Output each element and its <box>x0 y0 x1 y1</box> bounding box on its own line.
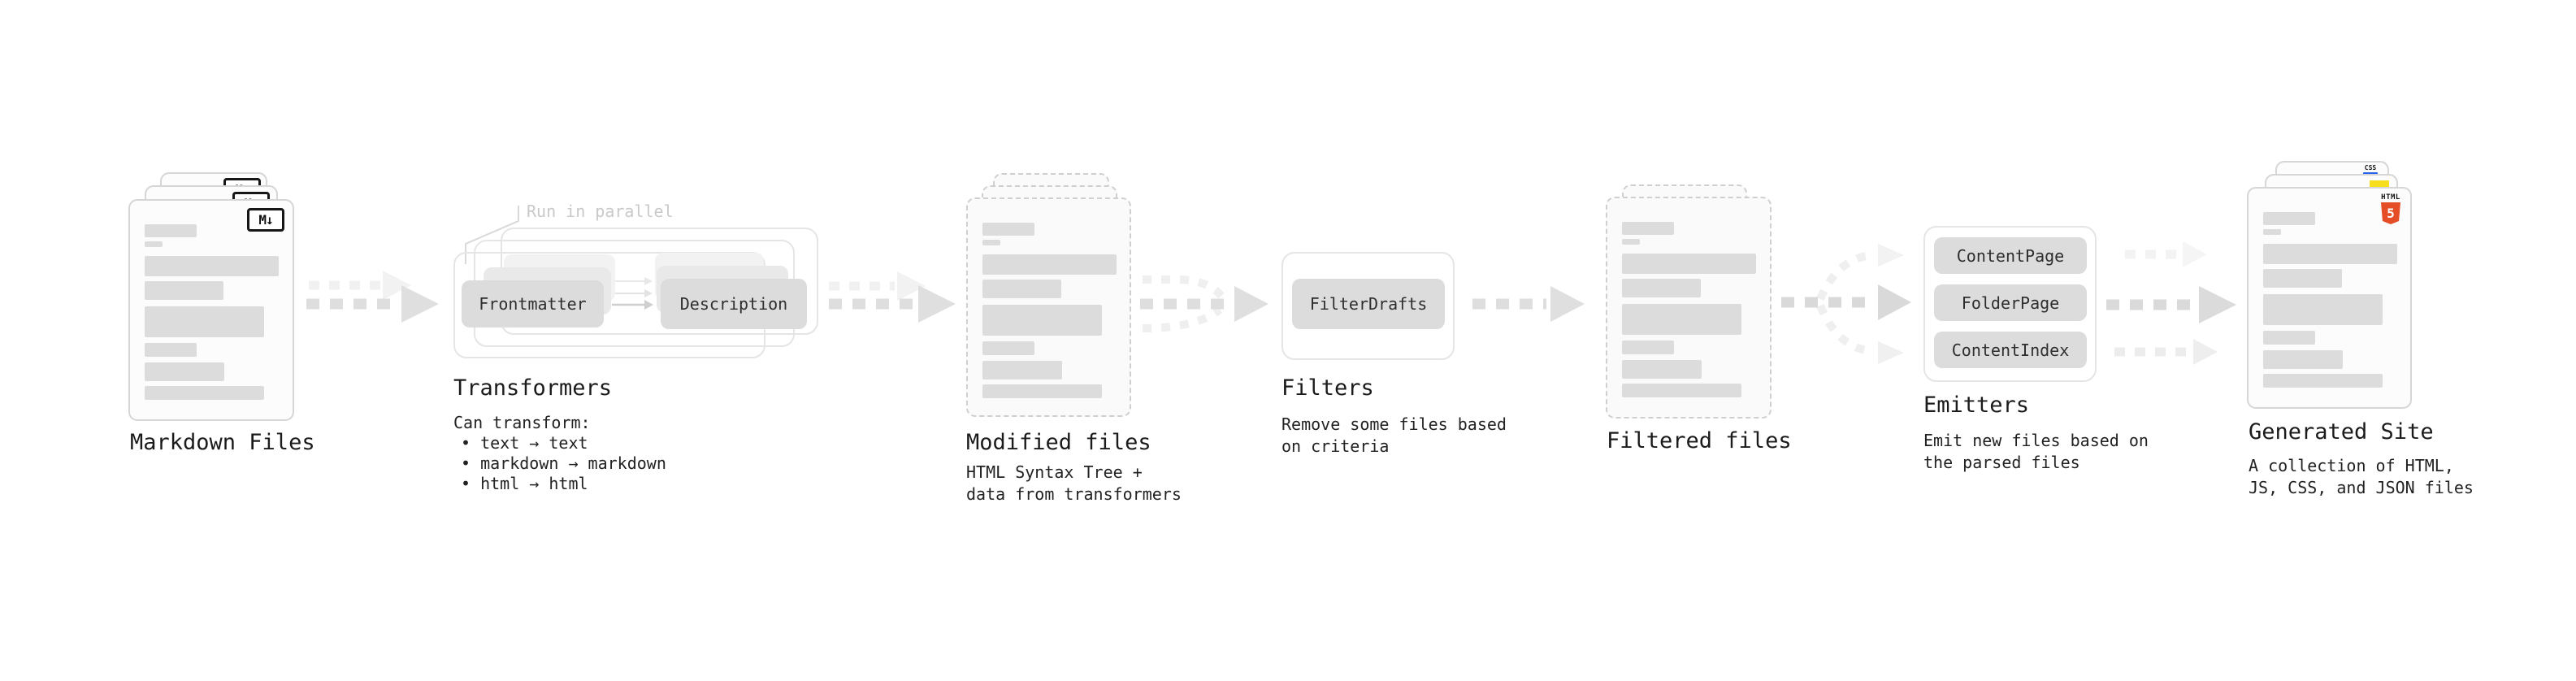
transformers-description-title: Can transform: <box>453 413 591 432</box>
filters-label: Filters <box>1281 375 1374 401</box>
contentpage-label: ContentPage <box>1956 245 2065 266</box>
filters-container-box <box>1281 252 1455 360</box>
folderpage-emitter-box: FolderPage <box>1934 284 2087 321</box>
text-line-placeholder <box>1622 384 1741 397</box>
contentindex-label: ContentIndex <box>1951 340 2070 360</box>
filterdrafts-filter-box: FilterDrafts <box>1292 279 1445 329</box>
filterdrafts-label: FilterDrafts <box>1309 294 1428 314</box>
text-line-placeholder <box>145 281 223 300</box>
text-line-placeholder <box>2263 269 2342 288</box>
description-transformer-box: Description <box>661 279 807 329</box>
arrow-markdown-to-transformers-ghost <box>309 271 411 300</box>
text-line-placeholder <box>982 254 1117 275</box>
text-line-placeholder <box>145 241 163 247</box>
text-line-placeholder <box>1622 304 1741 335</box>
text-line-placeholder <box>145 256 279 276</box>
markdown-front-sheet: M↓ <box>128 199 294 421</box>
markdown-icon-label: M↓ <box>258 212 273 228</box>
text-line-placeholder <box>2263 294 2383 325</box>
text-line-placeholder <box>2263 331 2315 345</box>
text-line-placeholder <box>1622 254 1756 274</box>
text-line-placeholder <box>982 305 1102 336</box>
description-label: Description <box>679 294 788 314</box>
folderpage-label: FolderPage <box>1961 293 2060 313</box>
arrow-transformers-to-modified <box>829 285 956 323</box>
markdown-files-label: Markdown Files <box>130 430 315 455</box>
frontmatter-transformer-box: Frontmatter <box>462 280 604 327</box>
generated-site-label: Generated Site <box>2249 419 2434 445</box>
modified-files-label: Modified files <box>966 430 1151 455</box>
modified-front-sheet <box>966 197 1131 417</box>
contentindex-emitter-box: ContentIndex <box>1934 332 2087 368</box>
emitters-label: Emitters <box>1923 393 2030 418</box>
transformers-bullet: • text → text <box>461 433 588 453</box>
modified-files-description: HTML Syntax Tree + data from transformer… <box>966 462 1182 505</box>
text-line-placeholder <box>982 280 1061 298</box>
text-line-placeholder <box>1622 239 1640 245</box>
html5-icon: HTML 5 <box>2380 194 2401 224</box>
html5-icon-shield: 5 <box>2381 202 2400 224</box>
emitters-description-line: Emit new files based on <box>1923 431 2149 450</box>
arrow-modified-to-filters <box>1140 275 1268 332</box>
modified-files-description-line: data from transformers <box>966 484 1182 504</box>
transformers-bullet: • markdown → markdown <box>461 453 666 473</box>
text-line-placeholder <box>145 343 197 357</box>
filters-description-line: on criteria <box>1281 436 1390 456</box>
text-line-placeholder <box>1622 222 1674 235</box>
text-line-placeholder <box>2263 229 2281 235</box>
arrow-markdown-to-transformers <box>306 285 439 323</box>
text-line-placeholder <box>145 306 264 337</box>
text-line-placeholder <box>982 384 1102 398</box>
text-line-placeholder <box>2263 350 2343 369</box>
text-line-placeholder <box>982 341 1034 355</box>
frontmatter-label: Frontmatter <box>479 294 587 314</box>
markdown-icon: M↓ <box>247 208 284 232</box>
text-line-placeholder <box>982 240 1000 245</box>
modified-files-description-line: HTML Syntax Tree + <box>966 462 1143 482</box>
text-line-placeholder <box>2263 212 2315 225</box>
arrow-filters-to-filtered <box>1472 286 1585 322</box>
emitters-description: Emit new files based on the parsed files <box>1923 430 2149 474</box>
css-icon-label: CSS <box>2364 164 2377 171</box>
arrow-emitters-to-generated-bottom <box>2114 339 2218 365</box>
text-line-placeholder <box>1622 340 1674 354</box>
text-line-placeholder <box>145 362 224 381</box>
filters-description-line: Remove some files based <box>1281 414 1507 434</box>
text-line-placeholder <box>1622 279 1701 297</box>
arrow-transformers-to-modified-ghost <box>829 271 926 301</box>
generated-site-description-line: A collection of HTML, <box>2249 456 2454 475</box>
text-line-placeholder <box>982 223 1034 236</box>
run-in-parallel-annotation: Run in parallel <box>527 202 674 221</box>
generated-html-sheet: HTML 5 <box>2247 187 2412 409</box>
transformers-label: Transformers <box>453 375 613 401</box>
text-line-placeholder <box>145 386 264 400</box>
text-line-placeholder <box>2263 244 2397 264</box>
arrow-emitters-to-generated-top <box>2125 241 2207 267</box>
emitters-container-box <box>1923 226 2097 382</box>
emitters-description-line: the parsed files <box>1923 453 2080 472</box>
filtered-front-sheet <box>1606 197 1772 419</box>
arrow-filtered-to-emitters <box>1781 244 1911 364</box>
generated-site-description-line: JS, CSS, and JSON files <box>2249 478 2474 497</box>
text-line-placeholder <box>2263 374 2383 388</box>
generated-site-description: A collection of HTML, JS, CSS, and JSON … <box>2249 455 2474 499</box>
filters-description: Remove some files based on criteria <box>1281 414 1507 458</box>
arrow-emitters-to-generated-middle <box>2106 286 2236 323</box>
contentpage-emitter-box: ContentPage <box>1934 237 2087 274</box>
transformers-description: Can transform: • text → text • markdown … <box>453 413 666 494</box>
html5-icon-word: HTML <box>2381 193 2400 202</box>
transformers-bullet: • html → html <box>461 474 588 493</box>
html5-icon-number: 5 <box>2387 206 2395 221</box>
filtered-files-label: Filtered files <box>1607 428 1792 453</box>
text-line-placeholder <box>145 224 197 237</box>
transformer-inner-arrows <box>612 277 653 310</box>
text-line-placeholder <box>1622 360 1702 379</box>
text-line-placeholder <box>982 361 1062 380</box>
